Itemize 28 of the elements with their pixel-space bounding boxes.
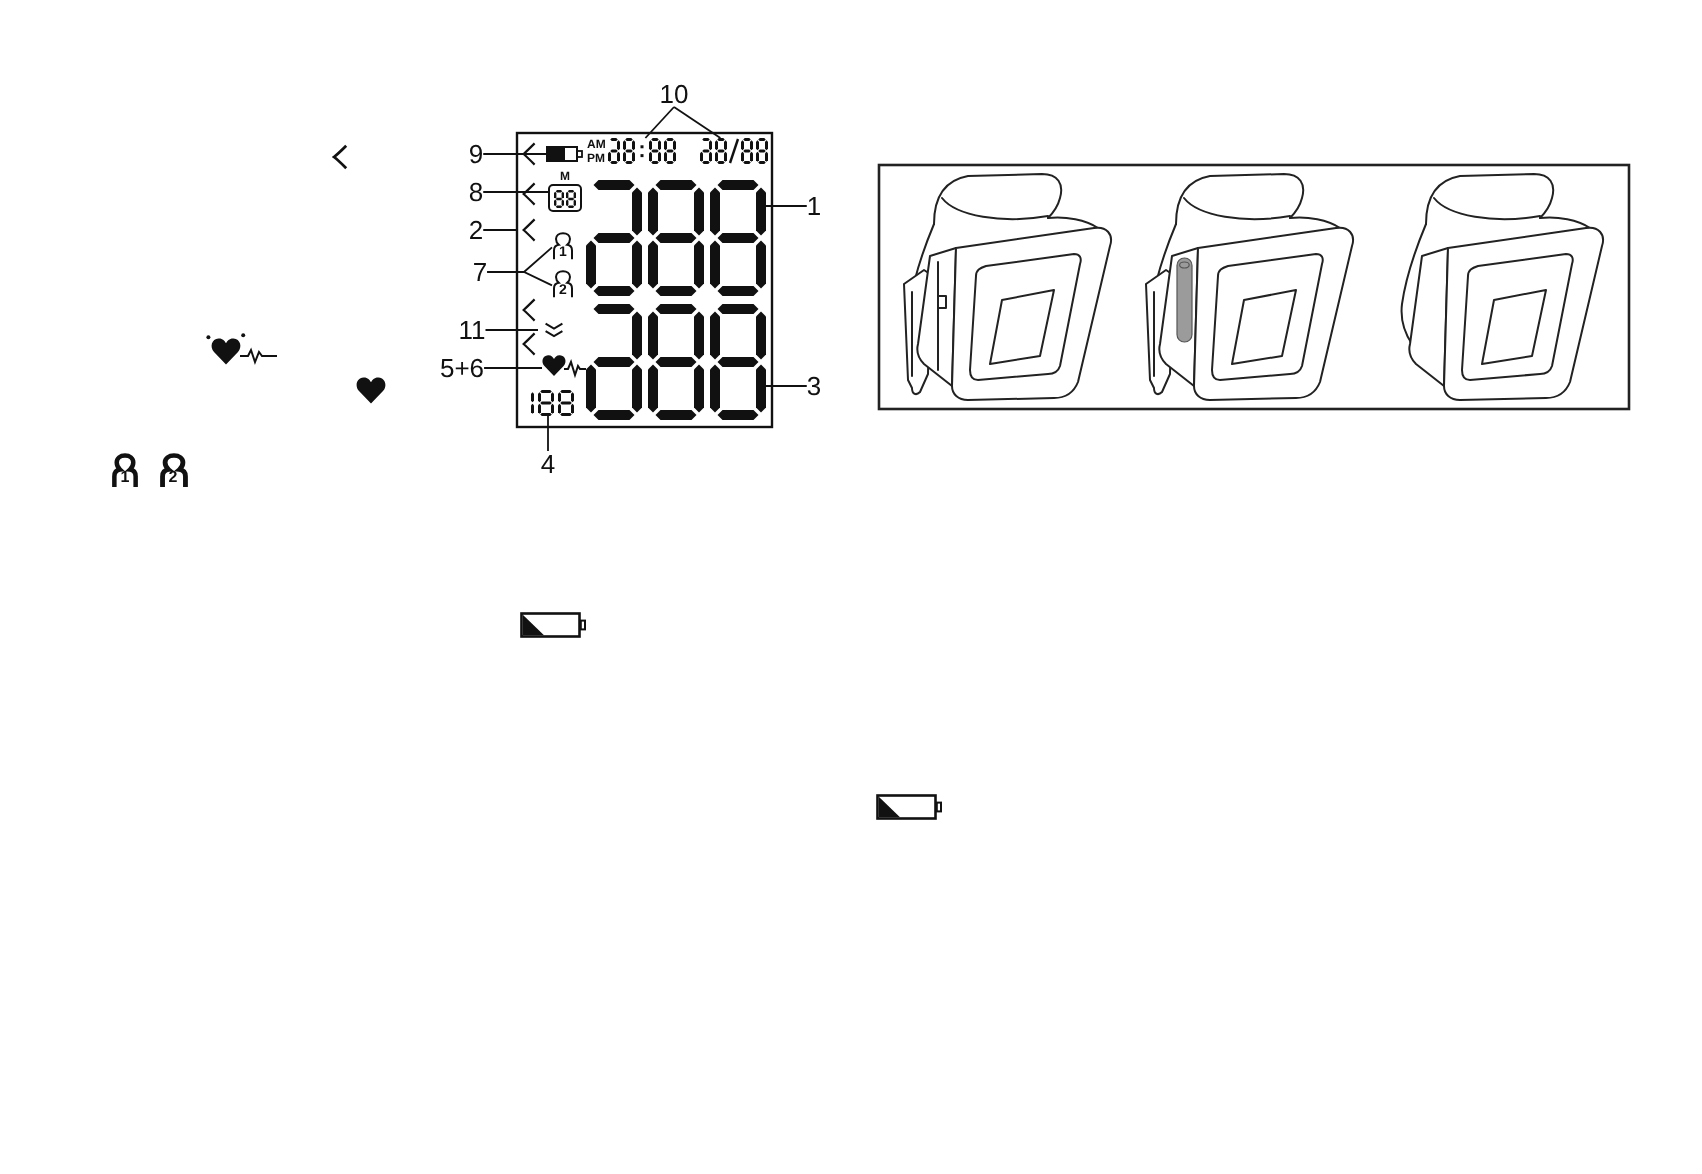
callout-number: 9 <box>468 141 484 167</box>
leader-line <box>486 271 553 287</box>
callout-number: 4 <box>540 451 556 477</box>
leader-line <box>547 415 549 452</box>
callout-number: 7 <box>472 259 488 285</box>
upper-segment-digits-drawing <box>586 180 766 296</box>
callout-number: 1 <box>806 193 822 219</box>
callout-number: 10 <box>659 81 689 107</box>
callout-number: 5+6 <box>439 355 485 381</box>
callout-number: 3 <box>806 373 822 399</box>
leader-line <box>673 106 722 139</box>
leader-line <box>482 229 519 231</box>
leader-line <box>482 153 547 155</box>
battery-indicator-icon <box>546 146 584 162</box>
leader-line <box>644 106 675 139</box>
heart-pulse-icon <box>542 354 586 376</box>
leader-line <box>483 367 543 369</box>
callout-number: 2 <box>468 217 484 243</box>
leader-line <box>765 205 808 207</box>
lower-segment-digits-drawing <box>586 304 766 420</box>
leader-line <box>484 329 539 331</box>
leader-line <box>765 385 808 387</box>
date-digits-drawing <box>700 138 768 164</box>
callout-number: 8 <box>468 179 484 205</box>
time-digits-drawing <box>608 138 676 164</box>
leader-line <box>482 191 549 193</box>
chevron-icon <box>518 218 536 242</box>
callout-number: 11 <box>458 317 486 343</box>
